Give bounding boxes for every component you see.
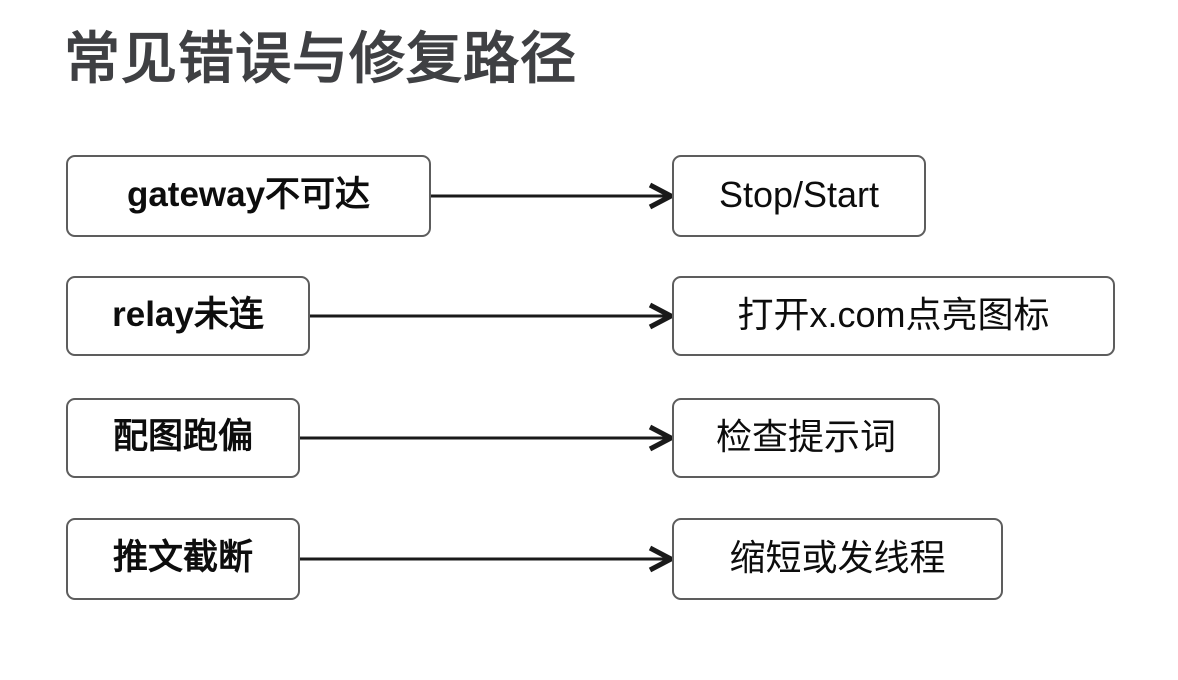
- arrow-right-icon-2: [310, 302, 677, 330]
- arrow-right-icon-1: [431, 182, 677, 210]
- problem-label-3: 配图跑偏: [112, 417, 253, 456]
- fix-box-3[interactable]: 检查提示词: [672, 398, 940, 478]
- arrow-right-icon-4: [300, 545, 677, 573]
- problem-box-1[interactable]: gateway不可达: [66, 155, 431, 237]
- fix-label-2: 打开x.com点亮图标: [737, 293, 1050, 335]
- fix-label-4: 缩短或发线程: [729, 536, 946, 578]
- fix-box-2[interactable]: 打开x.com点亮图标: [672, 276, 1115, 356]
- page-title: 常见错误与修复路径: [64, 27, 577, 90]
- fix-box-1[interactable]: Stop/Start: [672, 155, 926, 237]
- problem-box-3[interactable]: 配图跑偏: [66, 398, 300, 478]
- problem-box-4[interactable]: 推文截断: [66, 518, 300, 600]
- fix-label-1: Stop/Start: [718, 173, 880, 215]
- problem-box-2[interactable]: relay未连: [66, 276, 310, 356]
- fix-label-3: 检查提示词: [715, 415, 896, 457]
- problem-label-1: gateway不可达: [126, 175, 371, 214]
- arrow-right-icon-3: [300, 424, 677, 452]
- problem-label-4: 推文截断: [112, 538, 253, 577]
- problem-label-2: relay未连: [112, 295, 264, 334]
- fix-box-4[interactable]: 缩短或发线程: [672, 518, 1003, 600]
